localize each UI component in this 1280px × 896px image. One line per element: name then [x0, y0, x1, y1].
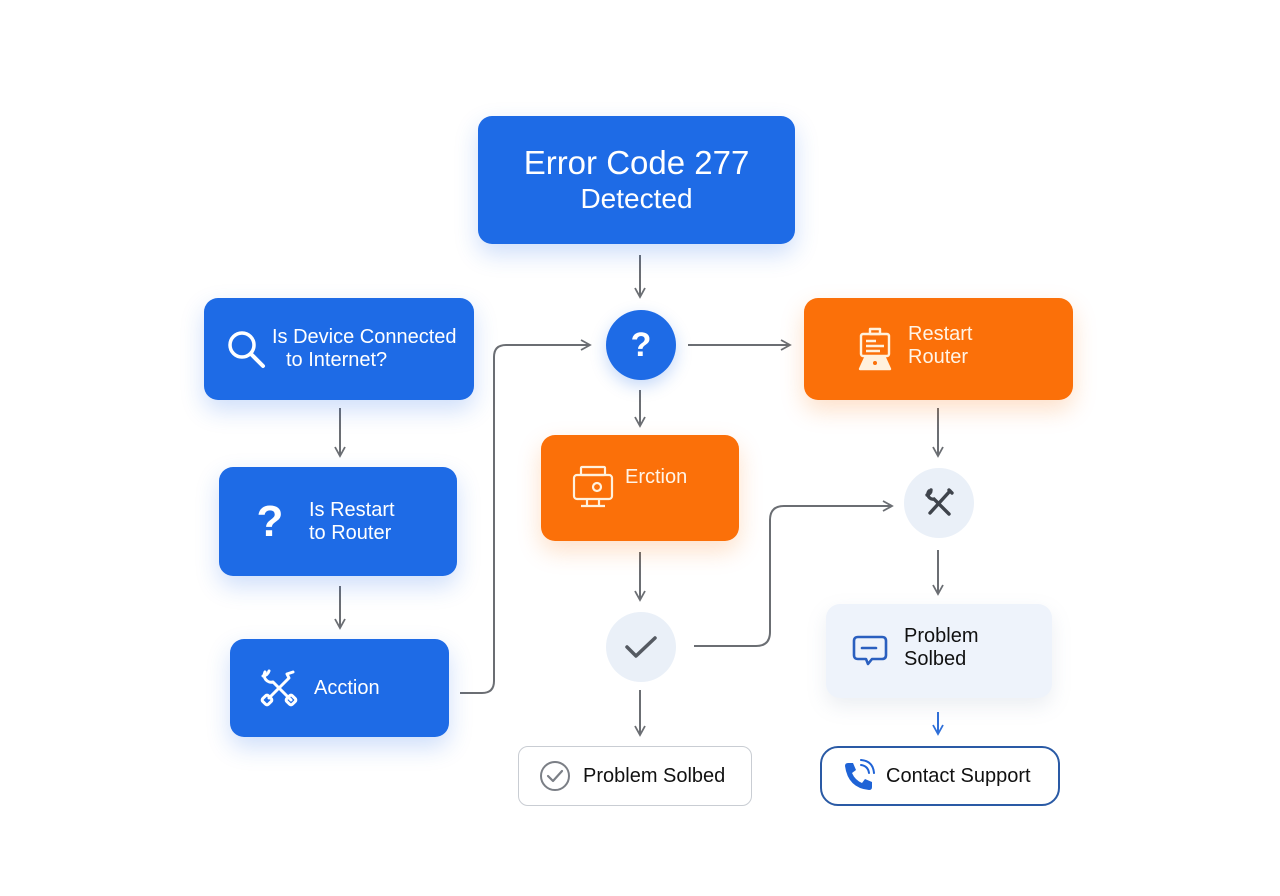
right-solved-node[interactable]: Problem Solbed	[826, 604, 1052, 698]
question-icon: ?	[256, 496, 284, 546]
restart-router-node[interactable]: Restart Router	[804, 298, 1073, 400]
check-node[interactable]	[606, 612, 676, 682]
error-code-title: Error Code 277	[523, 144, 750, 181]
contact-support-button[interactable]: Contact Support	[820, 746, 1060, 806]
restart-question-node[interactable]: ? Is Restart to Router	[219, 467, 457, 576]
question-icon: ?	[630, 325, 652, 364]
wrench-screwdriver-icon	[256, 665, 302, 711]
check-circle-icon	[540, 761, 570, 791]
chat-bubble-icon	[852, 635, 888, 666]
tools-icon	[925, 488, 954, 516]
right-solved-label: Problem Solbed	[904, 625, 979, 670]
check-connection-label: Is Device Connected to Internet?	[272, 326, 457, 371]
search-icon	[224, 327, 268, 371]
restart-router-label: Restart Router	[908, 323, 973, 368]
center-result-label: Problem Solbed	[583, 764, 726, 787]
center-action-label: Erction	[625, 465, 688, 488]
decision-node[interactable]: ?	[606, 310, 676, 380]
contact-support-label: Contact Support	[886, 764, 1031, 787]
check-connection-node[interactable]: Is Device Connected to Internet?	[204, 298, 474, 400]
error-code-node[interactable]: Error Code 277 Detected	[478, 116, 795, 244]
center-result-node[interactable]: Problem Solbed	[518, 746, 752, 806]
tools-node[interactable]	[904, 468, 974, 538]
router-icon	[856, 327, 894, 371]
restart-question-label: Is Restart to Router	[309, 498, 395, 544]
computer-settings-icon	[571, 465, 615, 511]
phone-icon	[845, 759, 875, 790]
left-action-node[interactable]: Acction	[230, 639, 449, 737]
checkmark-icon	[625, 636, 657, 658]
error-code-subtitle: Detected	[580, 183, 693, 214]
left-action-label: Acction	[314, 676, 380, 699]
center-action-node[interactable]: Erction	[541, 435, 739, 541]
